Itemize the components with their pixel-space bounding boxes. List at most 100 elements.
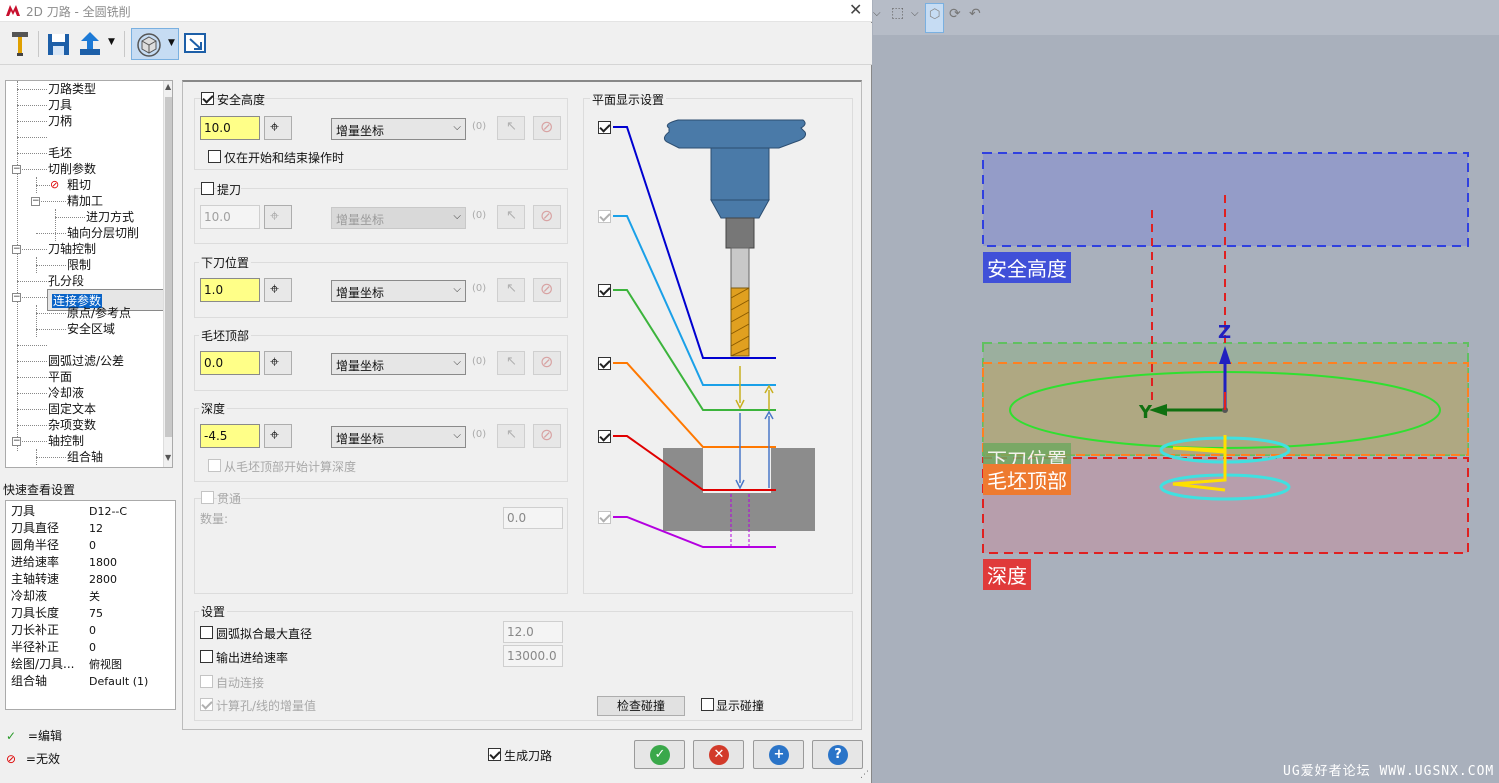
- check-collision-button[interactable]: 检查碰撞: [597, 696, 685, 716]
- clearance-checkbox[interactable]: [201, 92, 214, 105]
- clearance-pick-icon[interactable]: [264, 116, 292, 140]
- undo-view-icon[interactable]: ↶: [969, 6, 981, 22]
- chevron-down-icon[interactable]: ⌵: [873, 8, 881, 19]
- clear-association-icon[interactable]: [533, 424, 561, 448]
- top-of-stock-group: [194, 335, 568, 391]
- tree-item-coolant[interactable]: 冷却液: [48, 386, 85, 400]
- plane-display-label: 平面显示设置: [590, 91, 667, 108]
- help-button[interactable]: ?: [812, 740, 863, 769]
- graphics-viewport[interactable]: ⌵ ⬚ ⌵ ⬡ ⟳ ↶ Z Y 安全高度 下刀位置 毛坯顶部 深度: [873, 0, 1499, 783]
- generate-toolpath-checkbox[interactable]: [488, 748, 501, 761]
- tree-item-holder[interactable]: 刀柄: [48, 114, 73, 128]
- export-icon[interactable]: [76, 29, 104, 59]
- select-geometry-icon[interactable]: [497, 424, 525, 448]
- tree-item-hole-segments[interactable]: 孔分段: [48, 274, 85, 288]
- tree-item-lead-in-out[interactable]: 进刀方式: [86, 210, 135, 224]
- tree-item-safety-zone[interactable]: 安全区域: [67, 322, 116, 336]
- tree-item-axis-control[interactable]: 轴控制: [48, 434, 85, 448]
- collapse-icon[interactable]: −: [31, 196, 40, 206]
- collapse-icon[interactable]: −: [12, 244, 21, 254]
- through-checkbox[interactable]: [201, 491, 214, 504]
- retract-pick-icon[interactable]: [264, 205, 292, 229]
- auto-link-checkbox[interactable]: [200, 675, 213, 688]
- tree-item-canned-text[interactable]: 固定文本: [48, 402, 97, 416]
- show-collision-checkbox[interactable]: [701, 698, 714, 711]
- save-icon[interactable]: [45, 29, 73, 59]
- clear-association-icon[interactable]: [533, 116, 561, 140]
- depth-value-input[interactable]: -4.5: [200, 424, 260, 448]
- depth-from-stock-top-checkbox[interactable]: [208, 459, 221, 472]
- collapse-icon[interactable]: −: [12, 292, 21, 302]
- clearance-value-input[interactable]: 10.0: [200, 116, 260, 140]
- select-geometry-icon[interactable]: [497, 278, 525, 302]
- tree-item-stock[interactable]: 毛坯: [48, 146, 73, 160]
- depth-mode-select[interactable]: 增量坐标⌵: [331, 426, 466, 448]
- chevron-down-icon[interactable]: ▼: [108, 37, 115, 47]
- arc-max-dia-label: 圆弧拟合最大直径: [216, 627, 313, 641]
- retract-value-input[interactable]: 10.0: [200, 205, 260, 229]
- select-geometry-icon[interactable]: [497, 205, 525, 229]
- retract-checkbox[interactable]: [201, 182, 214, 195]
- chevron-down-icon[interactable]: ⌵: [911, 8, 919, 19]
- cancel-button[interactable]: ✕: [693, 740, 744, 769]
- clear-association-icon[interactable]: [533, 278, 561, 302]
- tree-item-tool[interactable]: 刀具: [48, 98, 73, 112]
- clear-association-icon[interactable]: [533, 351, 561, 375]
- tree-scrollbar[interactable]: ▲ ▼: [163, 81, 172, 467]
- feed-plane-pick-icon[interactable]: [264, 278, 292, 302]
- collapse-icon[interactable]: −: [12, 436, 21, 446]
- invalid-icon: ⊘: [50, 178, 60, 191]
- top-of-stock-assoc-count: (0): [472, 356, 487, 367]
- feed-plane-mode-select[interactable]: 增量坐标⌵: [331, 280, 466, 302]
- tree-item-cut-params[interactable]: 切削参数: [48, 162, 97, 176]
- tree-item-toolpath-type[interactable]: 刀路类型: [48, 82, 97, 96]
- resize-grip-icon[interactable]: ⋰: [860, 770, 869, 780]
- close-icon[interactable]: ✕: [849, 0, 863, 19]
- top-of-stock-mode-select[interactable]: 增量坐标⌵: [331, 353, 466, 375]
- tree-item-axis-combination[interactable]: 组合轴: [67, 450, 104, 464]
- output-feed-input[interactable]: 13000.0: [503, 645, 563, 667]
- tree-item-linking-params[interactable]: 连接参数: [47, 289, 172, 311]
- output-feed-checkbox[interactable]: [200, 650, 213, 663]
- collapse-icon[interactable]: −: [12, 164, 21, 174]
- tree-item-rough[interactable]: 粗切: [67, 178, 92, 192]
- clear-association-icon[interactable]: [533, 205, 561, 229]
- depth-pick-icon[interactable]: [264, 424, 292, 448]
- tree-item-finish[interactable]: 精加工: [67, 194, 104, 208]
- selection-icon[interactable]: ⬚: [891, 5, 905, 21]
- rotate-icon[interactable]: ⟳: [949, 6, 961, 22]
- tool-library-icon[interactable]: [6, 29, 34, 59]
- show-feed-plane-checkbox[interactable]: [598, 284, 611, 297]
- show-retract-plane-checkbox[interactable]: [598, 210, 611, 223]
- top-of-stock-pick-icon[interactable]: [264, 351, 292, 375]
- clearance-mode-select[interactable]: 增量坐标⌵: [331, 118, 466, 140]
- ok-button[interactable]: ✓: [634, 740, 685, 769]
- show-stock-top-plane-checkbox[interactable]: [598, 357, 611, 370]
- through-count-input[interactable]: 0.0: [503, 507, 563, 529]
- tool-shank: [730, 247, 750, 289]
- tree-item-depth-cuts[interactable]: 轴向分层切削: [67, 226, 140, 240]
- tree-item-misc-values[interactable]: 杂项变数: [48, 418, 97, 432]
- view-mode-button[interactable]: ▼: [131, 28, 179, 60]
- show-depth-plane-checkbox[interactable]: [598, 430, 611, 443]
- retract-mode-select[interactable]: 增量坐标⌵: [331, 207, 466, 229]
- arc-max-dia-checkbox[interactable]: [200, 626, 213, 639]
- show-clearance-plane-checkbox[interactable]: [598, 121, 611, 134]
- only-start-end-checkbox[interactable]: [208, 150, 221, 163]
- tree-item-tool-axis-control[interactable]: 刀轴控制: [48, 242, 97, 256]
- apply-button[interactable]: +: [753, 740, 804, 769]
- top-of-stock-value-input[interactable]: 0.0: [200, 351, 260, 375]
- parameter-tree[interactable]: 刀路类型 刀具 刀柄 毛坯 − 切削参数 ⊘ 粗切 − 精加工 进刀方式 轴向分…: [5, 80, 173, 468]
- select-geometry-icon[interactable]: [497, 116, 525, 140]
- tree-item-planes[interactable]: 平面: [48, 370, 73, 384]
- arc-max-dia-input[interactable]: 12.0: [503, 621, 563, 643]
- tree-item-limits[interactable]: 限制: [67, 258, 92, 272]
- select-geometry-icon[interactable]: [497, 351, 525, 375]
- calc-incremental-checkbox[interactable]: [200, 698, 213, 711]
- tree-item-arc-filter[interactable]: 圆弧过滤/公差: [48, 354, 125, 368]
- show-through-plane-checkbox[interactable]: [598, 511, 611, 524]
- feed-plane-value-input[interactable]: 1.0: [200, 278, 260, 302]
- minimize-dialog-icon[interactable]: [182, 29, 210, 59]
- view-mode-toggle[interactable]: [925, 3, 944, 33]
- tree-item-home-ref-point[interactable]: 原点/参考点: [67, 306, 132, 320]
